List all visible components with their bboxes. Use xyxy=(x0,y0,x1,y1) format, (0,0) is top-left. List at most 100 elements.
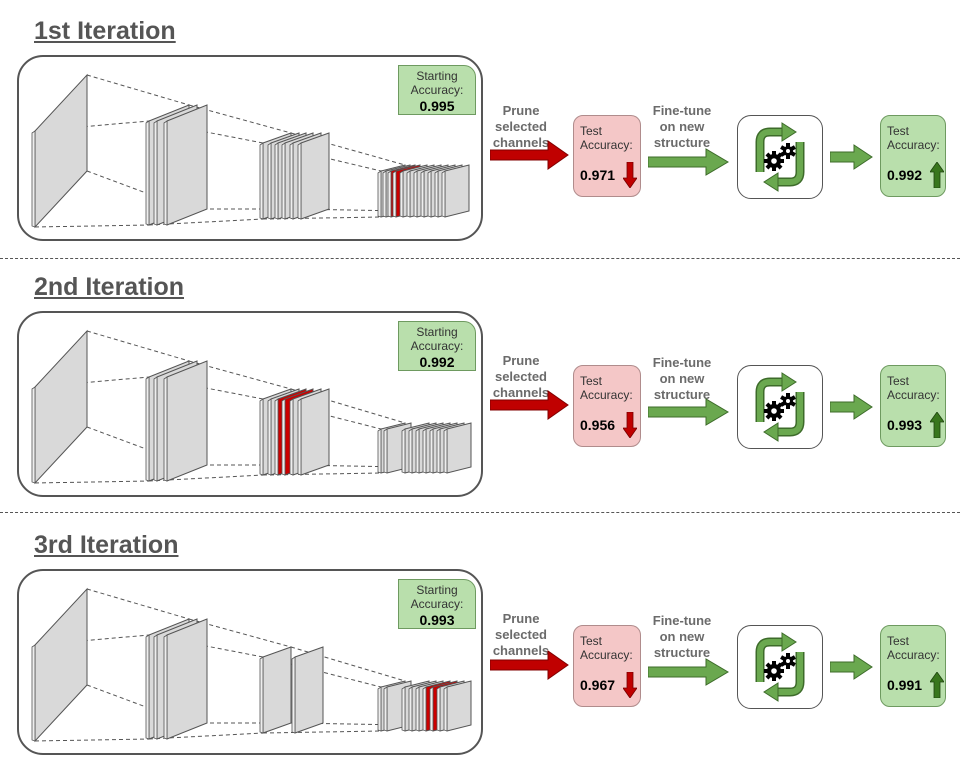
gears-icon xyxy=(764,143,796,171)
network-box xyxy=(17,569,483,755)
connector-line xyxy=(34,634,150,646)
iteration-title: 2nd Iteration xyxy=(34,273,185,301)
finetune-arrow xyxy=(648,398,729,426)
connector-line xyxy=(34,120,150,132)
connector-line xyxy=(262,472,382,476)
pruned-test-accuracy-card: Test Accuracy: 0.971 xyxy=(573,115,641,197)
starting-accuracy-badge: Starting Accuracy: 0.992 xyxy=(398,321,476,371)
finetuned-test-accuracy-card: Test Accuracy: 0.992 xyxy=(880,115,946,197)
prune-arrow xyxy=(490,140,569,170)
test-accuracy-label: Test Accuracy: xyxy=(580,374,633,402)
network-diagram xyxy=(31,73,470,229)
pruned-test-accuracy-card: Test Accuracy: 0.967 xyxy=(573,625,641,707)
connector-line xyxy=(262,656,382,688)
finetuned-accuracy-value: 0.992 xyxy=(887,167,923,183)
connector-line xyxy=(262,398,382,430)
connector-line xyxy=(290,464,406,468)
connector-line xyxy=(290,722,406,726)
section-divider xyxy=(0,258,960,259)
feature-map xyxy=(166,360,208,482)
connector-line xyxy=(262,216,382,220)
arrow-up-icon xyxy=(930,672,944,698)
gears-icon xyxy=(764,653,796,681)
arrow-up-icon xyxy=(930,412,944,438)
test-accuracy-label: Test Accuracy: xyxy=(887,124,940,152)
connector-line xyxy=(86,330,190,362)
starting-accuracy-value: 0.992 xyxy=(419,354,455,370)
iteration-2: 2nd Iteration Starting Accuracy: 0.992 P… xyxy=(0,271,960,526)
test-accuracy-label: Test Accuracy: xyxy=(580,634,633,662)
iteration-1: 1st Iteration Starting Accuracy: 0.995 P… xyxy=(0,15,960,270)
network-box xyxy=(17,311,483,497)
connector-line xyxy=(290,388,406,424)
starting-accuracy-value: 0.993 xyxy=(419,612,455,628)
connector-line xyxy=(34,738,150,742)
recycle-arrows-icon xyxy=(755,372,805,442)
finetune-cycle-icon xyxy=(737,365,823,449)
test-accuracy-label: Test Accuracy: xyxy=(887,374,940,402)
finetune-arrow xyxy=(648,148,729,176)
connector-line xyxy=(148,732,264,740)
feature-map xyxy=(300,132,330,220)
pruned-test-accuracy-card: Test Accuracy: 0.956 xyxy=(573,365,641,447)
connector-line xyxy=(148,218,264,226)
prune-arrow xyxy=(490,390,569,420)
pruned-accuracy-value: 0.971 xyxy=(580,167,616,183)
finetuned-accuracy-value: 0.991 xyxy=(887,677,923,693)
result-arrow xyxy=(830,144,873,170)
arrow-down-icon xyxy=(623,162,637,188)
finetuned-test-accuracy-card: Test Accuracy: 0.993 xyxy=(880,365,946,447)
feature-map xyxy=(34,587,88,743)
connector-line xyxy=(262,730,382,734)
iteration-title: 1st Iteration xyxy=(34,17,176,45)
feature-map xyxy=(294,646,324,734)
finetune-cycle-icon xyxy=(737,115,823,199)
network-diagram xyxy=(31,329,472,485)
starting-accuracy-label: Starting Accuracy: xyxy=(410,325,464,353)
starting-accuracy-label: Starting Accuracy: xyxy=(410,69,464,97)
feature-map xyxy=(300,388,330,476)
connector-line xyxy=(262,142,382,172)
feature-map xyxy=(166,104,208,226)
prune-arrow xyxy=(490,650,569,680)
finetuned-test-accuracy-card: Test Accuracy: 0.991 xyxy=(880,625,946,707)
result-arrow xyxy=(830,394,873,420)
connector-line xyxy=(148,474,264,482)
connector-line xyxy=(86,74,190,106)
arrow-down-icon xyxy=(623,412,637,438)
pruned-accuracy-value: 0.967 xyxy=(580,677,616,693)
test-accuracy-label: Test Accuracy: xyxy=(580,124,633,152)
finetune-arrow xyxy=(648,658,729,686)
connector-line xyxy=(290,208,406,212)
pruned-accuracy-value: 0.956 xyxy=(580,417,616,433)
result-arrow xyxy=(830,654,873,680)
starting-accuracy-label: Starting Accuracy: xyxy=(410,583,464,611)
section-divider xyxy=(0,512,960,513)
iteration-3: 3rd Iteration Starting Accuracy: 0.993 P… xyxy=(0,529,960,784)
feature-map xyxy=(444,164,470,218)
network-box xyxy=(17,55,483,241)
recycle-arrows-icon xyxy=(755,122,805,192)
connector-line xyxy=(290,132,406,166)
connector-line xyxy=(290,646,406,682)
recycle-arrows-icon xyxy=(755,632,805,702)
starting-accuracy-value: 0.995 xyxy=(419,98,455,114)
feature-map xyxy=(34,73,88,229)
connector-line xyxy=(34,376,150,388)
arrow-up-icon xyxy=(930,162,944,188)
feature-map xyxy=(166,618,208,740)
iteration-title: 3rd Iteration xyxy=(34,531,179,559)
feature-map xyxy=(34,329,88,485)
finetuned-accuracy-value: 0.993 xyxy=(887,417,923,433)
arrow-down-icon xyxy=(623,672,637,698)
connector-line xyxy=(34,224,150,228)
feature-map xyxy=(262,646,292,734)
starting-accuracy-badge: Starting Accuracy: 0.993 xyxy=(398,579,476,629)
starting-accuracy-badge: Starting Accuracy: 0.995 xyxy=(398,65,476,115)
feature-map xyxy=(446,422,472,474)
